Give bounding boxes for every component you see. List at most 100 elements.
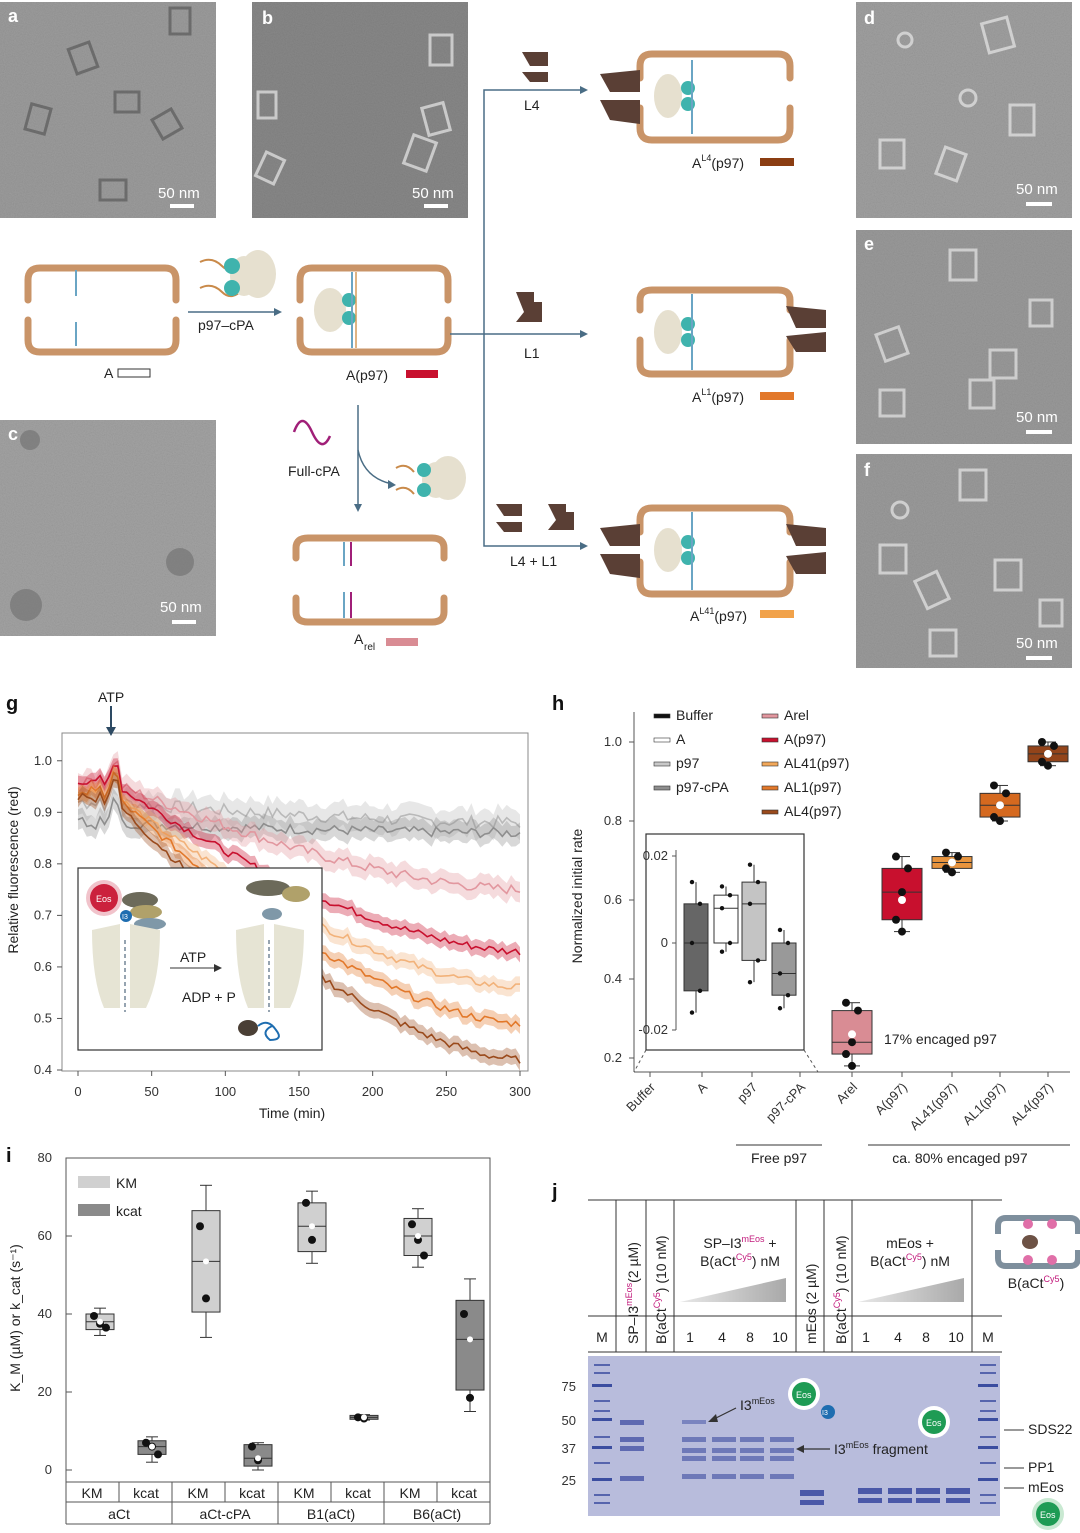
gel-mw-label: 37 — [562, 1441, 576, 1456]
chart-g-ytick-label: 0.4 — [34, 1062, 52, 1077]
chart-g-series-line — [77, 779, 521, 830]
cage-Arel — [292, 534, 448, 626]
gel-marker-band — [594, 1502, 610, 1504]
gel-band — [712, 1437, 736, 1442]
tem-image-f: f 50 nm — [856, 454, 1072, 668]
chart-h-legend-label: AL4(p97) — [784, 803, 842, 819]
tem-image-b: b 50 nm — [252, 2, 468, 218]
chart-h-boxes — [831, 738, 1069, 1070]
gel-marker-band — [594, 1462, 610, 1464]
chart-h-inset-point — [719, 949, 725, 954]
chart-h-legend-label: p97 — [676, 755, 700, 771]
chart-h-mean — [996, 801, 1004, 810]
tem-image-c: c 50 nm — [0, 420, 216, 636]
swatch-AL41 — [760, 610, 794, 618]
gel-band — [740, 1448, 764, 1453]
chart-g-ytick-label: 0.5 — [34, 1010, 52, 1025]
chart-h-point — [1050, 741, 1058, 750]
chart-i-group-label: B6(aCt) — [413, 1506, 461, 1522]
chart-h-legend-swatch — [761, 761, 779, 767]
chart-i-point — [142, 1438, 150, 1447]
chart-h-inset-point — [747, 901, 753, 907]
chart-i-mean — [149, 1443, 155, 1450]
gel-lane-label: M — [596, 1329, 608, 1345]
p97-cpa-complex — [199, 250, 276, 298]
chart-g-ytick-label: 0.7 — [34, 907, 52, 922]
chart-h-group1: Free p97 — [751, 1150, 807, 1166]
gel-marker-band — [980, 1436, 996, 1438]
chart-h-legend-label: p97-cPA — [676, 779, 729, 795]
chart-h-legend-swatch — [761, 713, 779, 719]
gel-marker-band — [592, 1478, 612, 1481]
cage-AL1 — [636, 286, 826, 378]
chart-h-point — [892, 915, 900, 924]
chart-h-legend-swatch — [653, 785, 671, 791]
chart-i-legend-label: KM — [116, 1175, 137, 1191]
chart-h-inset-point — [785, 940, 791, 946]
chart-i-point — [308, 1235, 316, 1244]
chart-h-legend-label: Buffer — [676, 707, 713, 723]
chart-g-ytick-label: 1.0 — [34, 753, 52, 768]
gel-band — [740, 1437, 764, 1442]
gel-band — [740, 1474, 764, 1479]
chart-h-xtick-label: Buffer — [623, 1079, 658, 1114]
gel-band — [740, 1456, 764, 1461]
label-AL41: AL41(p97) — [690, 606, 747, 624]
cage-A — [24, 264, 180, 356]
chart-h-legend-swatch — [761, 785, 779, 791]
chart-i-km-label: KM — [188, 1485, 209, 1501]
chart-i-point — [196, 1222, 204, 1231]
chart-h-inset-point — [777, 1006, 783, 1011]
gel-band — [712, 1474, 736, 1479]
swatch-Ap97 — [406, 370, 438, 378]
chart-h-mean — [948, 858, 956, 867]
gel-right-label: PP1 — [1028, 1459, 1055, 1475]
swatch-AL4 — [760, 158, 794, 166]
gel-arrow2: I3mEos fragment — [834, 1440, 928, 1457]
scale-bar-f — [1026, 656, 1052, 660]
gel-marker-band — [594, 1364, 610, 1366]
scale-bar-e — [1026, 430, 1052, 434]
chart-h-inset-point — [689, 940, 695, 946]
gel-band — [620, 1446, 644, 1451]
branch-L4: L4 — [524, 97, 540, 113]
gel-eos-1: Eos — [796, 1390, 812, 1400]
gel-lane-label: 8 — [746, 1329, 754, 1345]
chart-h-legend-label: AL1(p97) — [784, 779, 842, 795]
chart-h-inset-point — [747, 979, 753, 985]
gel-arrow1: I3mEos — [740, 1396, 775, 1413]
chart-h-point — [954, 852, 962, 861]
gel-panel: SP–I3mEos(2 µM) B(aCtCy5) (10 nM) SP–I3m… — [562, 1199, 1080, 1530]
chart-h-mean — [1044, 749, 1052, 758]
chart-h-inset-point — [755, 958, 761, 963]
chart-i-kcat-label: kcat — [133, 1485, 159, 1501]
gel-marker-band — [980, 1494, 996, 1496]
gel-marker-band — [592, 1384, 612, 1387]
chart-g-xtick-label: 300 — [509, 1084, 531, 1099]
chart-h-xtick-label: A — [693, 1079, 710, 1096]
gel-mw-label: 25 — [562, 1473, 576, 1488]
chart-i-ytick-label: 60 — [38, 1228, 52, 1243]
chart-g-xtick-label: 150 — [288, 1084, 310, 1099]
gel-band — [858, 1498, 882, 1503]
chart-i-mean — [97, 1318, 103, 1325]
gel-band — [682, 1420, 706, 1424]
gel-marker-band — [980, 1372, 996, 1374]
chart-g-xlabel: Time (min) — [259, 1105, 325, 1121]
chart-g-ylabel: Relative fluorescence (red) — [5, 786, 21, 953]
scale-label-b: 50 nm — [412, 185, 454, 202]
chart-h-legend-swatch — [761, 809, 779, 815]
chart-i-ytick-label: 80 — [38, 1150, 52, 1165]
chart-h-point — [854, 1006, 862, 1015]
chart-h-ytick-label: 0.4 — [604, 971, 622, 986]
chart-h-legend-label: Arel — [784, 707, 809, 723]
chart-i-legend-swatch — [78, 1204, 110, 1216]
gel-marker-band — [978, 1446, 998, 1449]
chart-h-legend-swatch — [653, 761, 671, 767]
chart-h-xtick-label: A(p97) — [872, 1080, 910, 1118]
label-Arel: A — [354, 631, 364, 647]
